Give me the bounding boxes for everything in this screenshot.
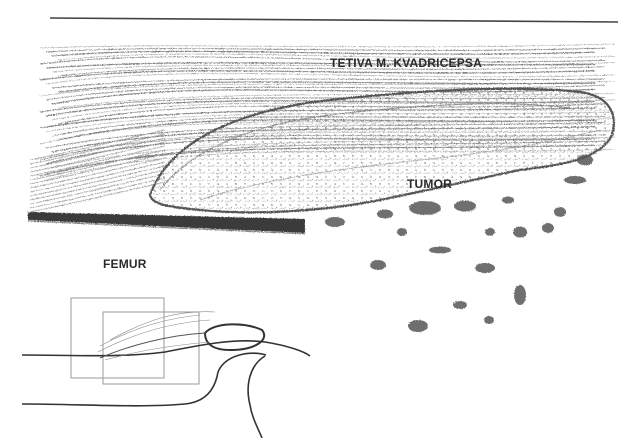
tumor-fragment [564,176,586,184]
tendon-fiber [30,162,165,192]
tendon-fiber [30,178,165,208]
tendon-fiber [40,44,615,48]
tendon-fiber [30,174,165,204]
inset-patella [205,324,264,350]
label-tumor: TUMOR [407,177,452,191]
tumor-fragment [554,207,566,217]
tumor-fragment [542,223,554,233]
tumor-fragment [377,210,393,219]
tumor-fragment [513,227,527,238]
tumor-fragment [502,197,514,204]
tumor-fragment [370,260,386,270]
tumor-fragment [325,217,345,227]
femur-cortex [28,212,305,234]
top-border-line [50,18,618,22]
label-femur: FEMUR [103,257,147,271]
tumor-fragment [408,320,428,332]
tumor-fragment [409,201,441,215]
tumor-fragment [485,228,495,236]
inset-femur-shaft [22,341,310,356]
tumor-fragment [514,285,526,305]
inset-knee-diagram [22,298,310,438]
tumor-fragment [397,228,407,236]
inset-tibia [248,356,265,438]
inset-frame-outer [71,298,164,378]
tendon-fiber [30,130,165,160]
tumor-fragment [484,316,494,324]
tendon-fiber [30,150,165,180]
tumor-fragment [577,155,593,166]
tumor-fragment [475,263,495,273]
tendon-fiber [46,48,605,52]
tendon-fiber [40,71,595,80]
tendon-fiber [30,154,165,184]
tendon-fiber [30,166,165,196]
tumor-fragment [454,201,476,212]
label-quadriceps-tendon: TETIVA M. KVADRICEPSA [330,56,482,70]
tendon-fiber [30,146,165,176]
tumor-fragment [453,301,467,309]
tendon-fiber [30,170,165,200]
tumor-fragment [429,247,451,254]
tendon-fiber [30,182,165,212]
